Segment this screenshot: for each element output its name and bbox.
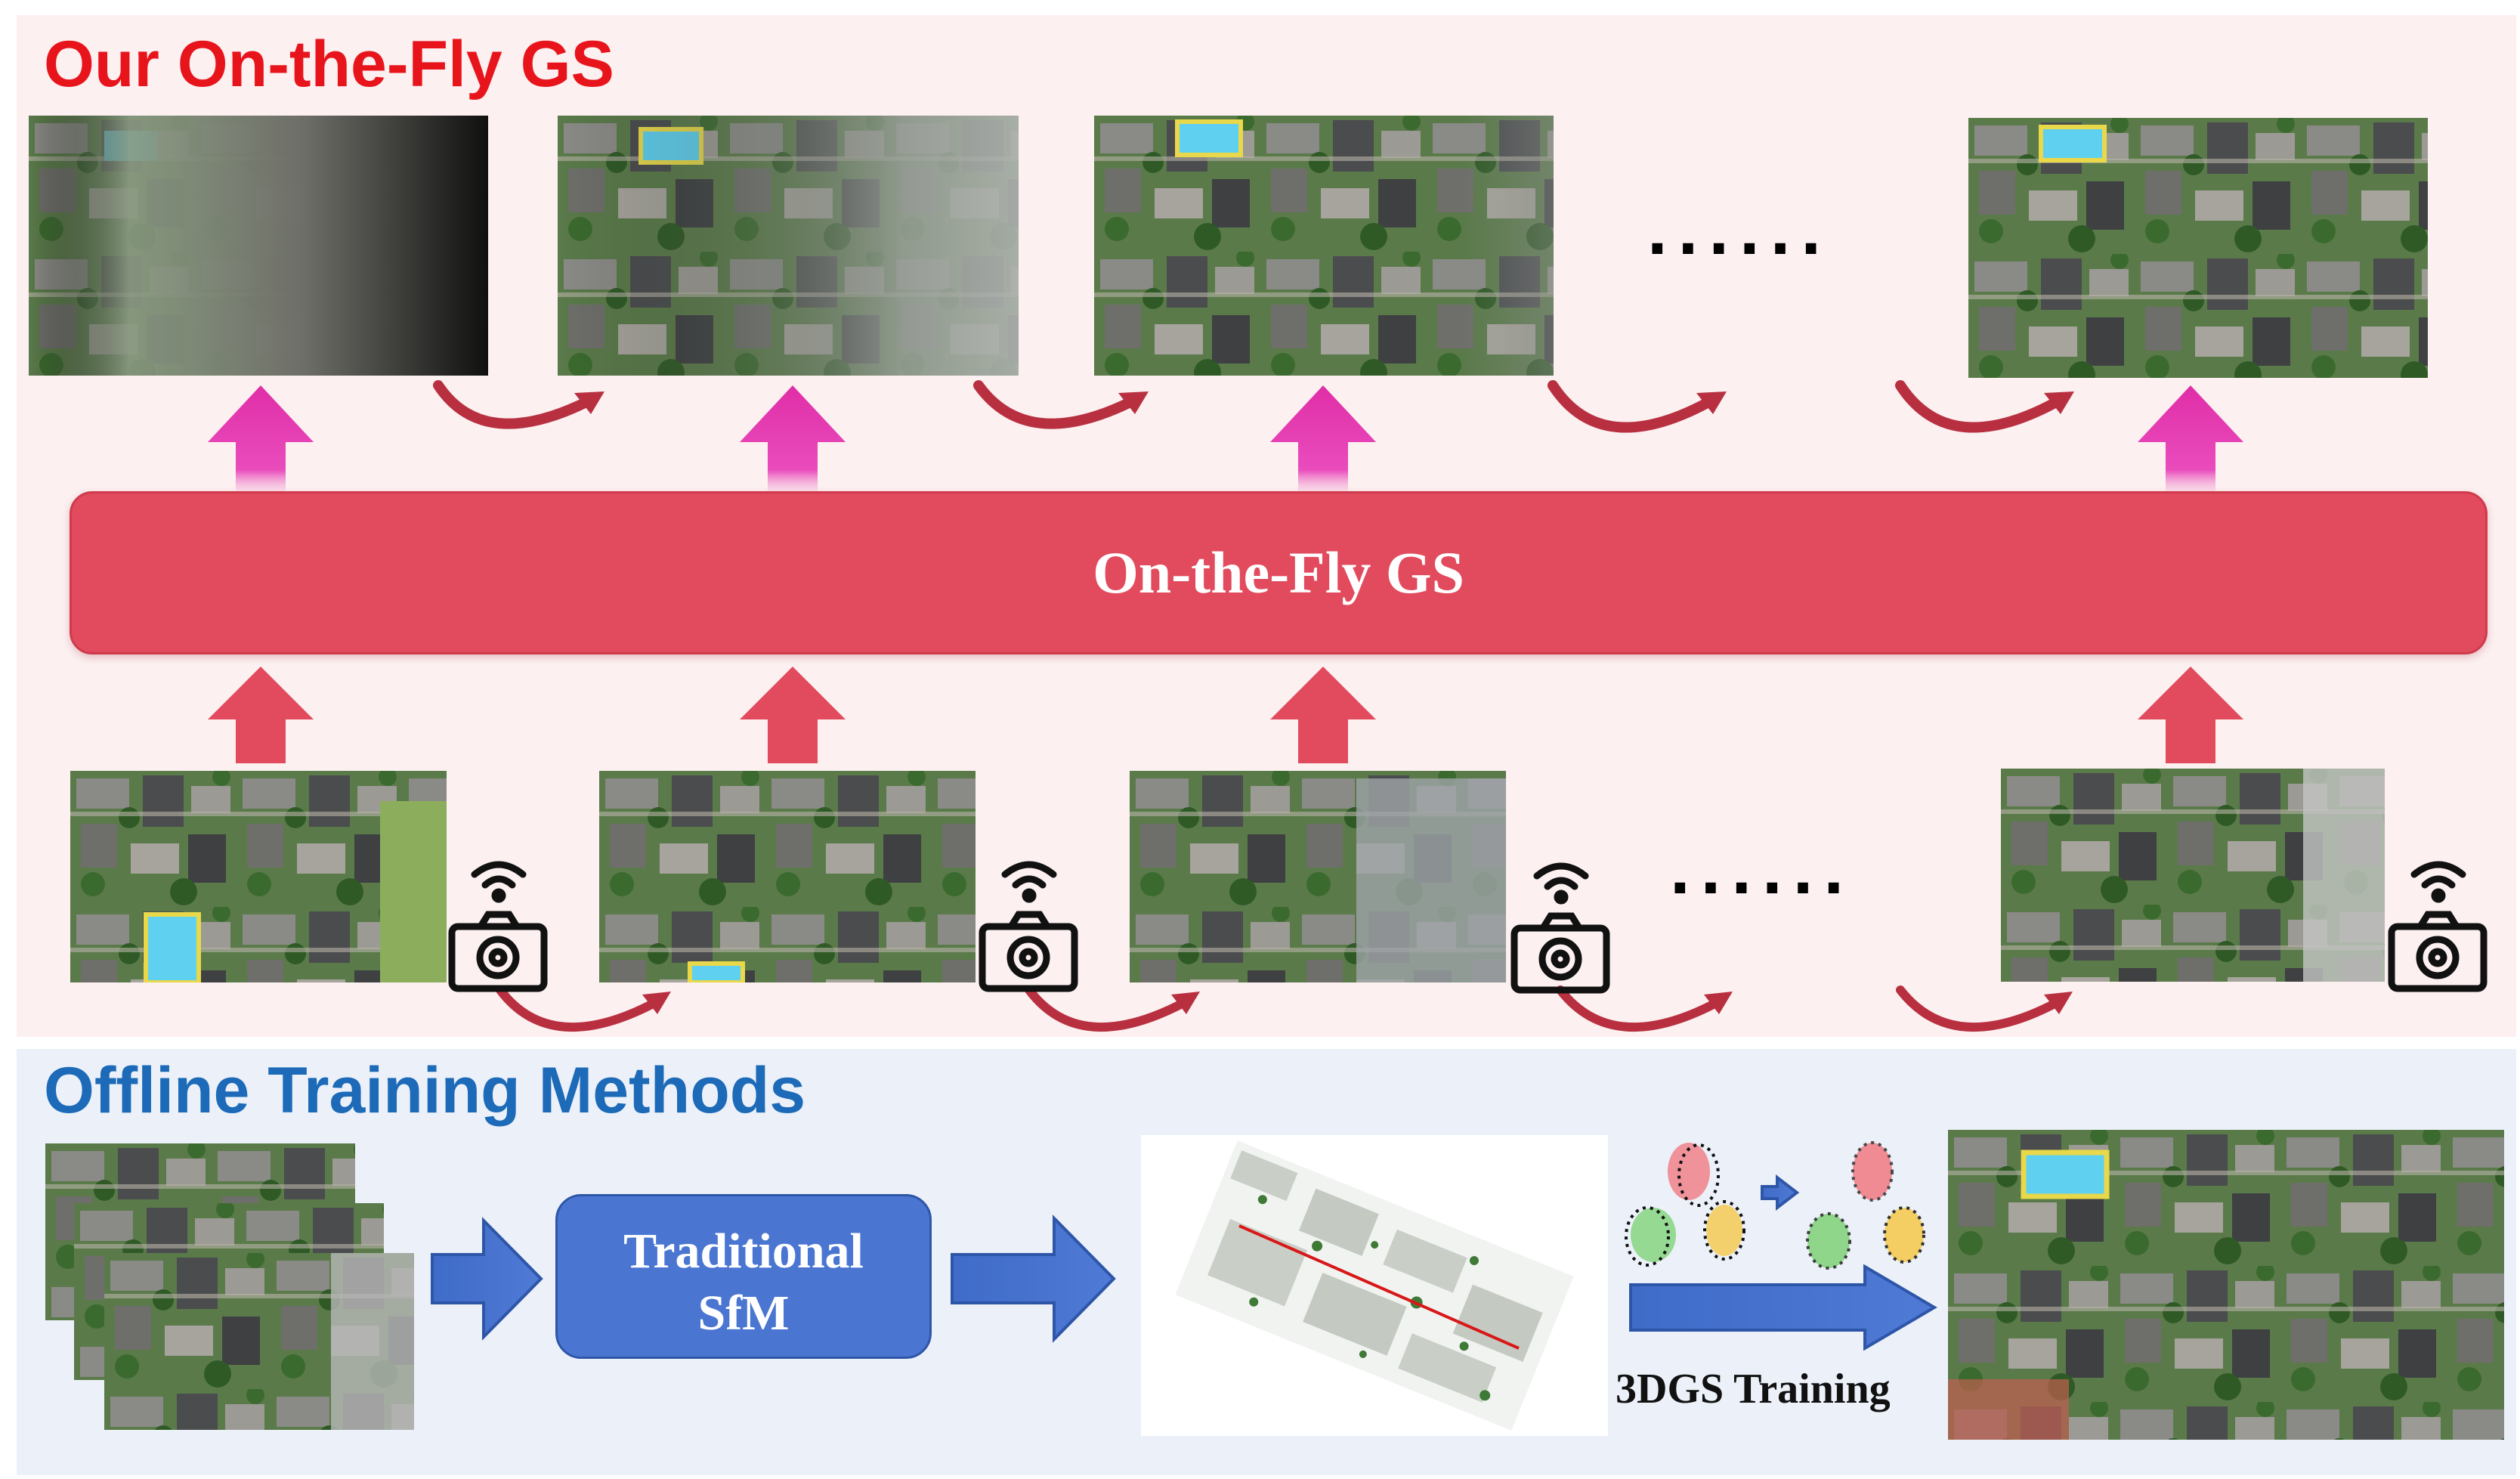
input-image-3 [1130, 771, 1506, 982]
wifi-icon-group [471, 861, 2466, 905]
gaussian-red-1 [1668, 1143, 1710, 1200]
camera-icon [979, 911, 1078, 992]
wifi-icon [2410, 861, 2466, 903]
pipeline-arrow-2 [951, 1214, 1116, 1343]
wifi-icon [1533, 862, 1589, 905]
on-the-fly-gs-bar: On-the-Fly GS [70, 491, 2488, 654]
pipeline-arrow-1 [431, 1217, 543, 1341]
input-arrow-group [208, 667, 2243, 763]
gaussian-yellow-2 [1883, 1206, 1925, 1264]
top-curve-arrow-4 [1895, 380, 2064, 433]
bottom-curve-arrow-1 [496, 985, 662, 1032]
wifi-icon [1001, 861, 1057, 903]
gaussian-red-2 [1851, 1141, 1894, 1202]
output-arrow-4 [2138, 385, 2243, 491]
final-3dgs-render [1948, 1130, 2504, 1440]
bottom-curve-arrow-3 [1556, 985, 1724, 1032]
gaussian-small-arrow [1761, 1174, 1800, 1211]
output-arrow-1 [208, 385, 314, 491]
render-frame-3 [1094, 116, 1554, 376]
camera-icon [448, 911, 548, 992]
output-arrow-2 [740, 385, 846, 491]
render-frame-2 [558, 116, 1019, 376]
input-arrow-3 [1270, 667, 1376, 763]
input-arrow-4 [2138, 667, 2243, 763]
top-section-title: Our On-the-Fly GS [44, 28, 614, 101]
render-frame-1 [29, 116, 488, 376]
gaussian-yellow-1 [1706, 1205, 1742, 1256]
camera-icon-group [448, 911, 2488, 994]
offline-image-stack-front [104, 1253, 414, 1430]
gaussian-ellipses [1625, 1141, 1925, 1270]
bottom-curve-arrow-4 [1896, 985, 2064, 1032]
training-arrow [1629, 1264, 1937, 1351]
bottom-section-title: Offline Training Methods [44, 1054, 806, 1127]
top-curve-arrow-2 [973, 380, 1139, 429]
output-arrow-group [208, 385, 2243, 491]
camera-icon [2388, 911, 2488, 992]
bottom-curve-arrows [496, 985, 2064, 1032]
camera-icon [1510, 912, 1610, 994]
top-curve-arrows [433, 380, 2064, 433]
sfm-box-line-2: SfM [697, 1286, 790, 1341]
top-curve-arrowheads [574, 391, 2074, 414]
bottom-curve-arrow-2 [1025, 985, 1191, 1032]
ellipsis-top: ...... [1647, 189, 1832, 270]
output-arrow-3 [1270, 385, 1376, 491]
gaussian-outline-2 [1625, 1206, 1670, 1267]
input-image-4 [2001, 769, 2385, 982]
gaussian-outline-1 [1677, 1143, 1720, 1207]
gaussian-green-1 [1631, 1208, 1676, 1262]
3dgs-training-label: 3DGS Training [1616, 1366, 1891, 1412]
on-the-fly-gs-label: On-the-Fly GS [1093, 540, 1464, 605]
input-arrow-2 [740, 667, 846, 763]
render-frame-4 [1968, 118, 2428, 378]
input-arrow-1 [208, 667, 314, 763]
gaussian-green-2 [1806, 1212, 1851, 1270]
traditional-sfm-box: Traditional SfM [555, 1194, 932, 1359]
wifi-icon [471, 861, 527, 903]
sfm-box-line-1: Traditional [623, 1224, 864, 1279]
top-curve-arrow-1 [433, 380, 595, 429]
input-image-2 [599, 771, 976, 982]
top-curve-arrow-3 [1548, 380, 1717, 433]
input-image-1 [70, 771, 447, 982]
ellipsis-bottom: ...... [1670, 828, 1855, 909]
pipeline-arrows [431, 1174, 1937, 1351]
sparse-point-cloud [1141, 1135, 1608, 1436]
gaussian-outline-3 [1703, 1200, 1745, 1261]
bottom-curve-arrowheads [642, 992, 2073, 1014]
